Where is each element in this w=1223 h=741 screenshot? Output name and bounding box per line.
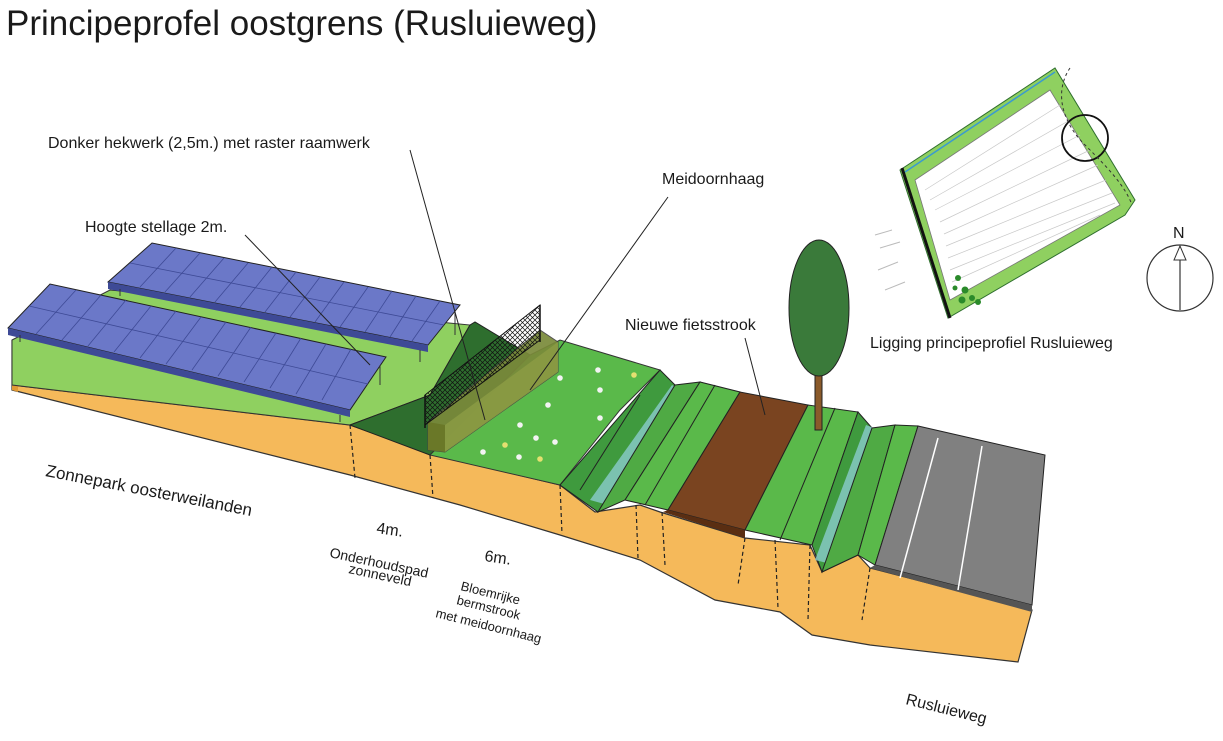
tree bbox=[788, 239, 850, 431]
fence-callout: Donker hekwerk (2,5m.) met raster raamwe… bbox=[48, 135, 371, 152]
leader-lines bbox=[244, 149, 766, 421]
profile-location-marker bbox=[1061, 114, 1109, 162]
road-label: Rusluieweg bbox=[904, 691, 988, 728]
wildflowers bbox=[480, 367, 637, 462]
zone-dividers bbox=[349, 424, 871, 621]
rack-height-callout: Hoogte stellage 2m. bbox=[85, 219, 227, 236]
location-map bbox=[874, 67, 1136, 319]
road-marking-2 bbox=[957, 445, 983, 591]
compass: N bbox=[1146, 225, 1214, 312]
hawthorn-callout: Meidoornhaag bbox=[662, 171, 764, 188]
verge-width-label: 6m. bbox=[483, 548, 512, 569]
cycle-lane-edge bbox=[663, 510, 745, 538]
slope-lines bbox=[579, 384, 836, 541]
solar-row-front bbox=[7, 283, 387, 422]
site-field bbox=[914, 89, 1121, 301]
cycle-lane-callout: Nieuwe fietsstrook bbox=[625, 317, 757, 334]
solar-park-label: Zonnepark oosterweilanden bbox=[44, 461, 254, 520]
hawthorn-hedge bbox=[427, 329, 559, 453]
road-edge bbox=[870, 565, 1032, 612]
solar-row-back bbox=[106, 242, 461, 362]
fence bbox=[424, 303, 541, 428]
north-arrow-icon bbox=[1173, 244, 1187, 261]
page-title: Principeprofel oostgrens (Rusluieweg) bbox=[6, 4, 598, 43]
location-map-caption: Ligging principeprofiel Rusluieweg bbox=[870, 335, 1113, 352]
path-width-label: 4m. bbox=[375, 520, 404, 541]
compass-north-label: N bbox=[1173, 225, 1185, 242]
road-marking-1 bbox=[899, 437, 939, 579]
